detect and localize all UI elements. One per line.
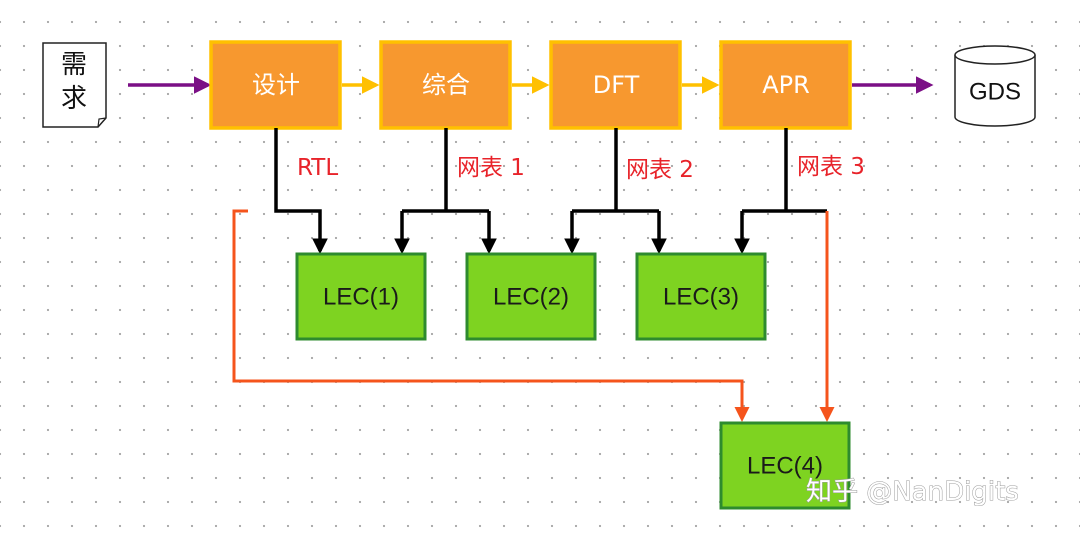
lec-node-1[interactable]: LEC(1): [295, 252, 427, 341]
branch-design: [274, 128, 328, 255]
edge-label-netlist-2: 网表 2: [626, 157, 694, 183]
process-step-design[interactable]: 设计: [209, 40, 342, 130]
edge-label-netlist-3: 网表 3: [797, 154, 865, 180]
lec-label: LEC(2): [493, 284, 569, 311]
gds-label: GDS: [969, 79, 1021, 106]
watermark: 知乎 @NanDigits: [806, 477, 1019, 507]
process-step-apr[interactable]: APR: [719, 40, 852, 130]
branch-dft: [564, 128, 667, 255]
database-cylinder-icon: [954, 45, 1036, 127]
edge-label-netlist-1: 网表 1: [457, 155, 525, 181]
requirement-label-2: 求: [61, 84, 87, 114]
process-step-label: 设计: [252, 71, 300, 99]
lec-node-3[interactable]: LEC(3): [635, 252, 767, 341]
document-icon: [42, 42, 107, 128]
gds-database: GDS: [954, 45, 1036, 127]
lec-node-2[interactable]: LEC(2): [465, 252, 597, 341]
process-step-dft[interactable]: DFT: [549, 40, 682, 130]
process-step-synthesis[interactable]: 综合: [379, 40, 512, 130]
lec-label: LEC(4): [747, 453, 823, 480]
lec-label: LEC(1): [323, 284, 399, 311]
lec4-path-from-rtl: [232, 209, 750, 422]
branch-apr: [734, 128, 827, 255]
requirement-document: 需 求: [42, 42, 107, 128]
requirement-label-1: 需: [61, 50, 87, 80]
branch-synthesis: [394, 128, 497, 255]
lec-label: LEC(3): [663, 284, 739, 311]
lec-node-4[interactable]: LEC(4): [719, 421, 851, 510]
process-step-label: APR: [762, 71, 810, 99]
process-step-label: 综合: [422, 71, 470, 99]
process-step-label: DFT: [593, 71, 640, 99]
edge-label-rtl: RTL: [297, 155, 338, 181]
